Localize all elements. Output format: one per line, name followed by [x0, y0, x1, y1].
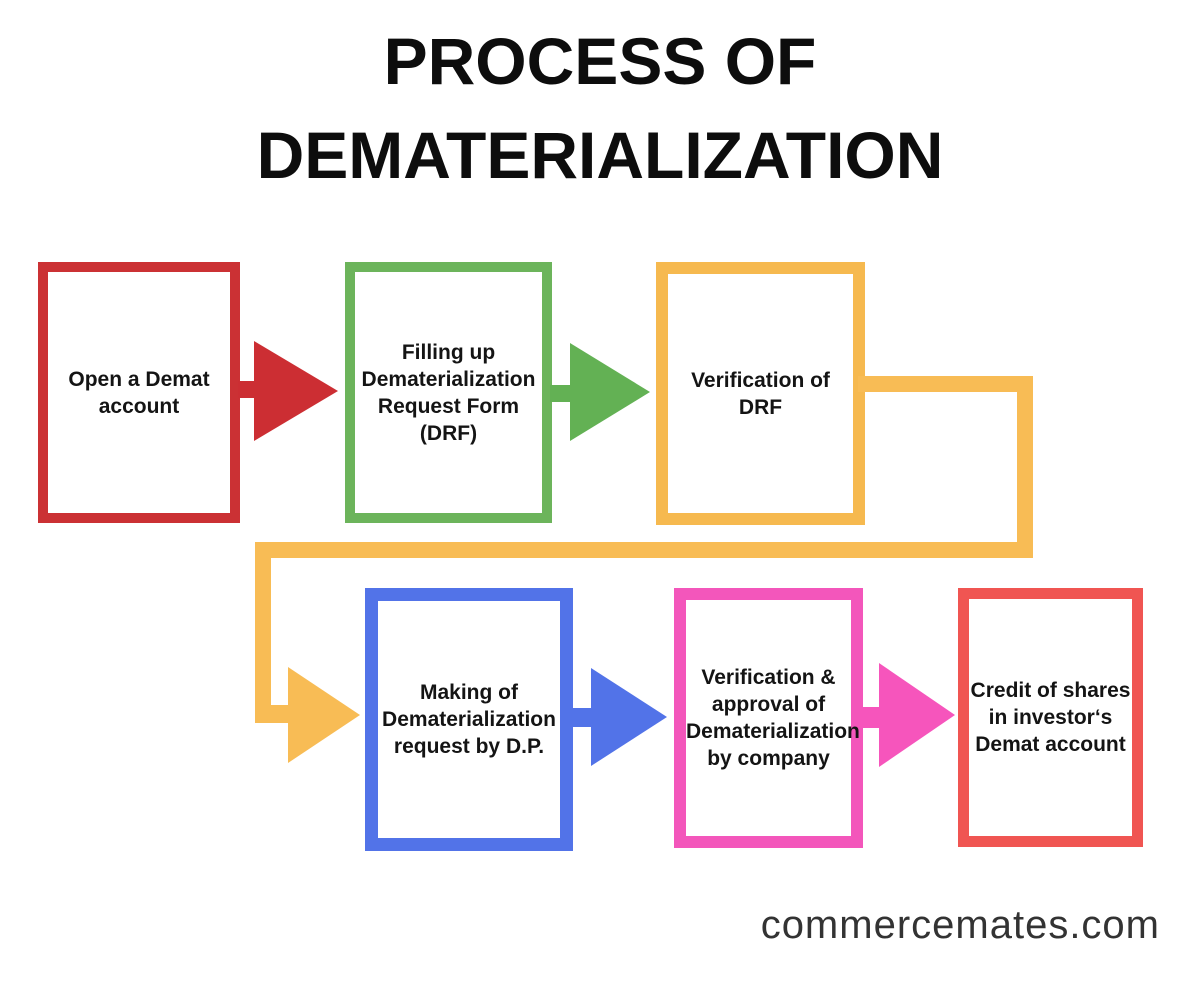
step-box-credit-of-shares: Credit of shares in investor‘s Demat acc…: [958, 588, 1143, 847]
step-box-filling-drf: Filling up Dematerialization Request For…: [345, 262, 552, 523]
page-title-line-1: PROCESS OF: [383, 24, 817, 98]
connector-step3-to-step4-segment-across: [255, 542, 1033, 558]
arrow-step1-to-step2-head-icon: [254, 341, 338, 441]
step-label: Open a Demat account: [68, 367, 210, 418]
arrow-step3-to-step4-head-icon: [288, 667, 360, 763]
page-title-line-2: DEMATERIALIZATION: [256, 118, 944, 192]
step-box-open-demat-account: Open a Demat account: [38, 262, 240, 523]
step-box-making-request-by-dp: Making of Dematerialization request by D…: [365, 588, 573, 851]
connector-step3-to-step4-segment-down-left: [255, 542, 271, 723]
connector-step3-to-step4-segment-down-right: [1017, 376, 1033, 558]
arrow-step5-to-step6-head-icon: [879, 663, 955, 767]
arrow-step2-to-step3-stem: [550, 385, 574, 402]
step-label: Making of Dematerialization request by D…: [382, 681, 556, 758]
step-label: Verification & approval of Dematerializa…: [686, 666, 860, 770]
arrow-step4-to-step5-stem: [571, 708, 593, 727]
arrow-step2-to-step3-head-icon: [570, 343, 650, 441]
arrow-step4-to-step5-head-icon: [591, 668, 667, 766]
step-box-verification-approval-by-company: Verification & approval of Dematerializa…: [674, 588, 863, 848]
page-title: PROCESS OF DEMATERIALIZATION: [0, 14, 1200, 202]
arrow-step5-to-step6-stem: [860, 707, 881, 728]
watermark-text: commercemates.com: [760, 903, 1160, 947]
step-label: Filling up Dematerialization Request For…: [361, 340, 536, 445]
arrow-step3-to-step4-stem: [269, 705, 291, 723]
step-box-verification-of-drf: Verification of DRF: [656, 262, 865, 525]
step-label: Credit of shares in investor‘s Demat acc…: [970, 679, 1131, 756]
step-label: Verification of DRF: [691, 368, 830, 419]
connector-step3-to-step4-segment-right: [858, 376, 1033, 392]
arrow-step1-to-step2-stem: [238, 381, 256, 398]
